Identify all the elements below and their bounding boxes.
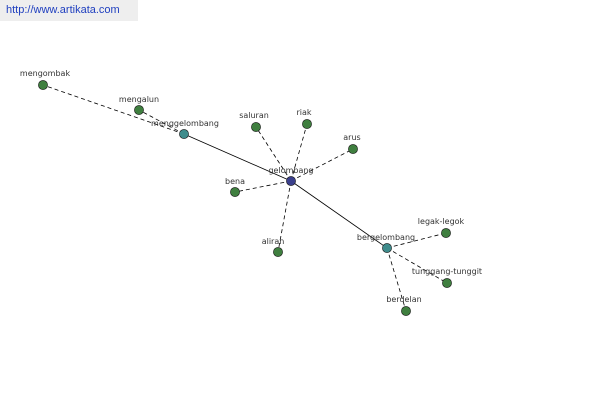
node-dot[interactable] [302,119,312,129]
edge-menggelombang-mengombak [42,84,185,135]
node-label-menggelombang[interactable]: menggelombang [151,119,219,128]
edge-gelombang-saluran [255,126,292,182]
hub-node-menggelombang[interactable]: menggelombang [151,119,219,139]
node-label-riak[interactable]: riak [296,108,311,117]
node-dot[interactable] [251,122,261,132]
node-label-mengalun[interactable]: mengalun [119,95,159,104]
edge-bergelombang-legak-legok [386,232,447,249]
center-node-gelombang[interactable]: gelombang [268,166,314,186]
node-label-saluran[interactable]: saluran [239,111,269,120]
node-dot[interactable] [273,247,283,257]
node-dot[interactable] [179,129,189,139]
node-dot[interactable] [401,306,411,316]
node-dot[interactable] [382,243,392,253]
node-label-gelombang[interactable]: gelombang [268,166,313,175]
edge-gelombang-riak [290,123,308,182]
edge-gelombang-arus [290,148,354,182]
node-dot[interactable] [441,228,451,238]
node-dot[interactable] [38,80,48,90]
leaf-node-berdelan[interactable]: berdelan [386,295,422,316]
edge-gelombang-aliran [277,180,292,253]
node-label-aliran[interactable]: aliran [262,237,285,246]
leaf-node-legak-legok[interactable]: legak-legok [418,217,465,238]
nodes-layer: mengombak mengalun saluran riak arus bena alir… [20,69,482,316]
edge-menggelombang-mengalun [138,109,185,135]
edge-gelombang-bena [234,180,292,193]
node-label-berdelan[interactable]: berdelan [386,295,421,304]
node-label-legak-legok[interactable]: legak-legok [418,217,465,226]
node-label-bergelombang[interactable]: bergelombang [357,233,415,242]
edge-bergelombang-tunggang-tunggit [386,247,448,284]
leaf-node-bena[interactable]: bena [225,177,245,197]
leaf-node-aliran[interactable]: aliran [262,237,285,257]
leaf-node-tunggang-tunggit[interactable]: tunggang-tunggit [412,267,482,288]
node-label-bena[interactable]: bena [225,177,245,186]
node-label-arus[interactable]: arus [343,133,360,142]
leaf-node-riak[interactable]: riak [296,108,312,129]
node-dot[interactable] [230,187,240,197]
edge-gelombang-bergelombang [290,180,388,249]
node-label-mengombak[interactable]: mengombak [20,69,71,78]
leaf-node-mengombak[interactable]: mengombak [20,69,71,90]
source-url-link[interactable]: http://www.artikata.com [0,0,138,21]
leaf-node-arus[interactable]: arus [343,133,361,154]
hub-node-bergelombang[interactable]: bergelombang [357,233,415,253]
edges-layer [42,84,448,312]
leaf-node-mengalun[interactable]: mengalun [119,95,159,115]
leaf-node-saluran[interactable]: saluran [239,111,269,132]
edge-gelombang-menggelombang [183,133,292,182]
node-dot[interactable] [348,144,358,154]
node-label-tunggang-tunggit[interactable]: tunggang-tunggit [412,267,482,276]
node-dot[interactable] [134,105,144,115]
node-dot[interactable] [286,176,296,186]
edge-bergelombang-berdelan [386,247,407,312]
node-dot[interactable] [442,278,452,288]
